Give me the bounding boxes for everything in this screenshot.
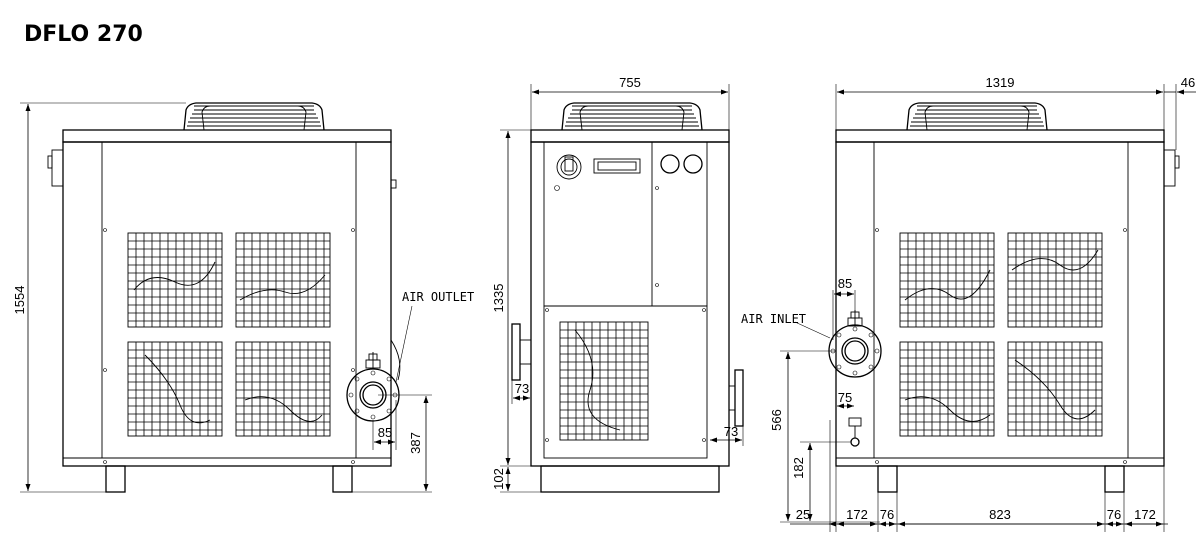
svg-text:73: 73 [515, 381, 529, 396]
dim-side-height: 1335 [491, 129, 541, 467]
leg-rear-left [877, 465, 898, 493]
svg-text:182: 182 [791, 457, 806, 479]
grille-rear-4 [1007, 341, 1103, 437]
dim-outlet-387: 387 [352, 394, 432, 493]
leg-front-left [105, 465, 126, 493]
dim-inlet-85: 85 [832, 276, 856, 340]
grille-rear-3 [899, 341, 995, 437]
base-side [540, 465, 720, 493]
flange-side-right [734, 369, 744, 427]
grille-rear-1 [899, 232, 995, 328]
svg-text:73: 73 [724, 424, 738, 439]
svg-text:172: 172 [846, 507, 868, 522]
svg-text:76: 76 [880, 507, 894, 522]
gauge-right-icon [683, 154, 703, 174]
svg-text:755: 755 [619, 75, 641, 90]
grille-side [559, 321, 649, 441]
top-cover-side [530, 129, 730, 143]
air-inlet-label: AIR INLET [741, 312, 806, 326]
svg-text:823: 823 [989, 507, 1011, 522]
grille-front-2 [235, 232, 331, 328]
dim-outlet-85: 85 [372, 400, 397, 450]
rear-view: AIR INLET [741, 102, 1180, 493]
front-view: AIR OUTLET [47, 102, 474, 493]
svg-text:75: 75 [838, 390, 852, 405]
dim-bottom-chain: 25 172 76 823 76 172 [790, 420, 1168, 532]
dim-side-73-right: 73 [710, 424, 744, 446]
dim-side-73-left: 73 [511, 380, 530, 404]
svg-text:1335: 1335 [491, 284, 506, 313]
main-switch-icon [556, 154, 582, 180]
svg-text:102: 102 [491, 468, 506, 490]
cabinet-front [62, 141, 392, 467]
grille-front-4 [235, 341, 331, 437]
svg-text:76: 76 [1107, 507, 1121, 522]
svg-text:1319: 1319 [986, 75, 1015, 90]
dim-inlet-566: 566 [769, 350, 880, 523]
svg-text:25: 25 [796, 507, 810, 522]
svg-text:85: 85 [378, 425, 392, 440]
dim-height-total: 1554 [12, 102, 186, 493]
dim-width-side: 755 [530, 75, 730, 130]
grille-rear-2 [1007, 232, 1103, 328]
grille-front-3 [127, 341, 223, 437]
svg-text:566: 566 [769, 409, 784, 431]
panel-screw-icon [554, 185, 560, 191]
flange-side-left [511, 323, 521, 381]
page-title: DFLO 270 [24, 22, 143, 47]
leg-rear-right [1104, 465, 1125, 493]
dim-foot-102: 102 [491, 467, 541, 493]
gauge-left-icon [660, 154, 680, 174]
fan-guard-front [183, 102, 325, 131]
top-cover-front [62, 129, 392, 143]
dim-offset-46: 46 [1164, 75, 1196, 150]
fan-guard-rear [906, 102, 1048, 131]
svg-text:85: 85 [838, 276, 852, 291]
air-outlet-label: AIR OUTLET [402, 290, 474, 304]
air-inlet-flange [828, 310, 882, 378]
svg-text:46: 46 [1181, 75, 1195, 90]
cabinet-rear [835, 141, 1165, 467]
top-cover-rear [835, 129, 1165, 143]
side-view [511, 102, 744, 493]
air-outlet-flange [346, 339, 401, 422]
dim-inlet-75: 75 [835, 378, 854, 412]
display-window-icon [593, 158, 641, 174]
fan-guard-side [561, 102, 703, 131]
leg-front-right [332, 465, 353, 493]
svg-text:1554: 1554 [12, 286, 27, 315]
dim-inlet-182: 182 [791, 441, 851, 521]
grille-front-1 [127, 232, 223, 328]
svg-text:387: 387 [408, 432, 423, 454]
control-panel [543, 141, 708, 307]
svg-text:172: 172 [1134, 507, 1156, 522]
cabinet-side [530, 141, 730, 467]
